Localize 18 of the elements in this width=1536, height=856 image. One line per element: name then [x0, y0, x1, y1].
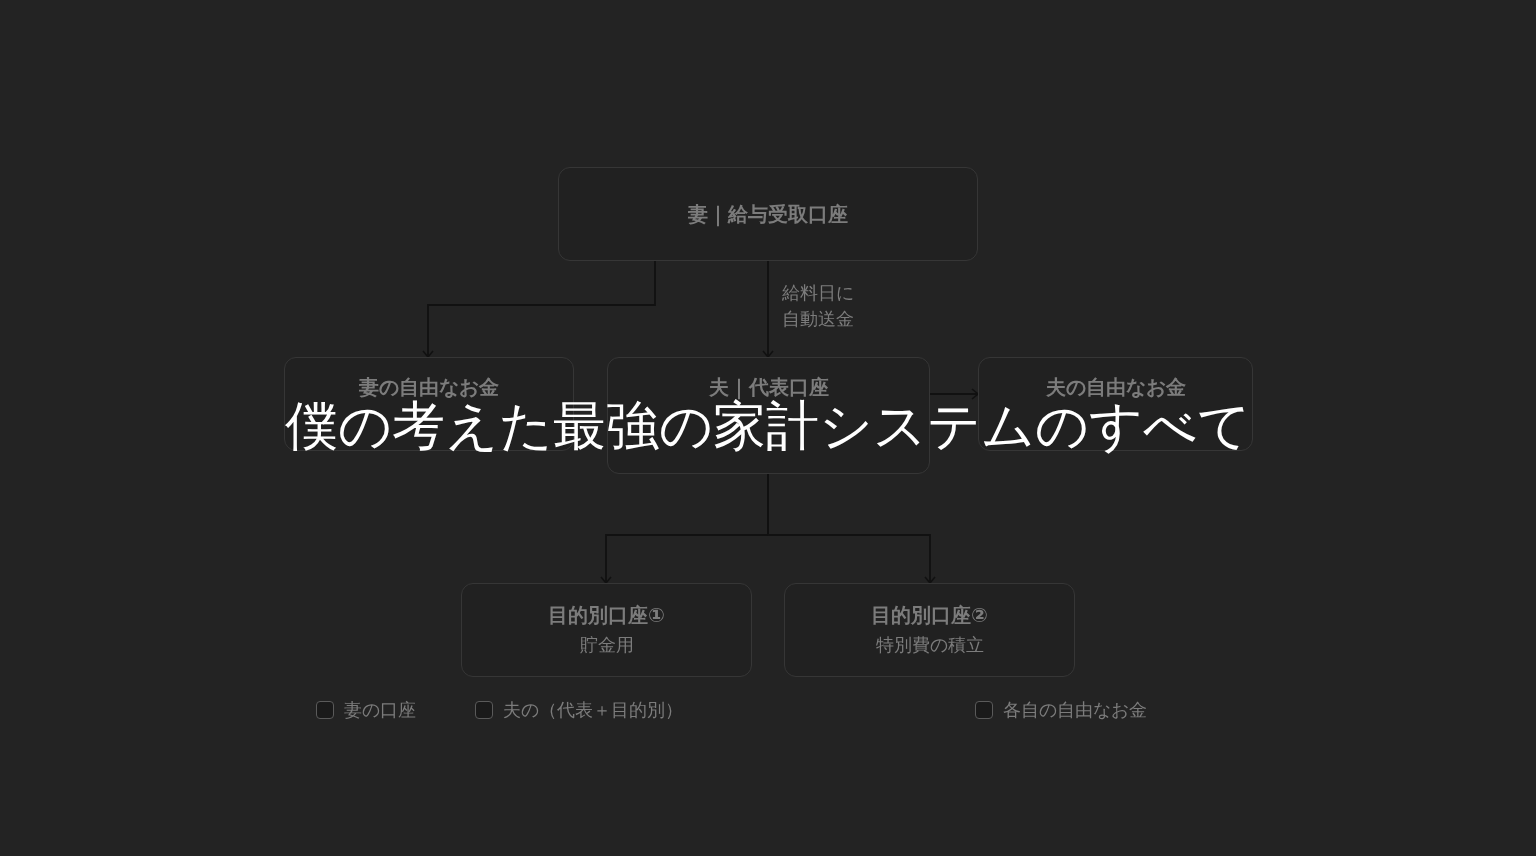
account-box — [558, 167, 978, 261]
account-title: 妻｜給与受取口座 — [688, 201, 848, 227]
account-box — [607, 357, 930, 474]
legend-label: 各自の自由なお金 — [1003, 698, 1147, 722]
account-title: 目的別口座① — [548, 602, 665, 628]
account-box — [461, 583, 752, 677]
account-box — [784, 583, 1075, 677]
account-title: 妻の自由なお金 — [359, 374, 499, 400]
account-subtitle: 貯金用 — [579, 633, 634, 657]
arrow — [422, 260, 656, 358]
account-title: 夫の自由なお金 — [1045, 374, 1186, 400]
account-title: 夫｜代表口座 — [708, 374, 829, 400]
legend-label: 妻の口座 — [344, 698, 416, 722]
account-subtitle: 特別費の積立 — [875, 633, 984, 657]
arrow — [762, 260, 774, 358]
account-title: 目的別口座② — [871, 602, 988, 628]
legend-label: 夫の（代表＋目的別） — [503, 698, 683, 722]
arrow — [929, 388, 979, 400]
